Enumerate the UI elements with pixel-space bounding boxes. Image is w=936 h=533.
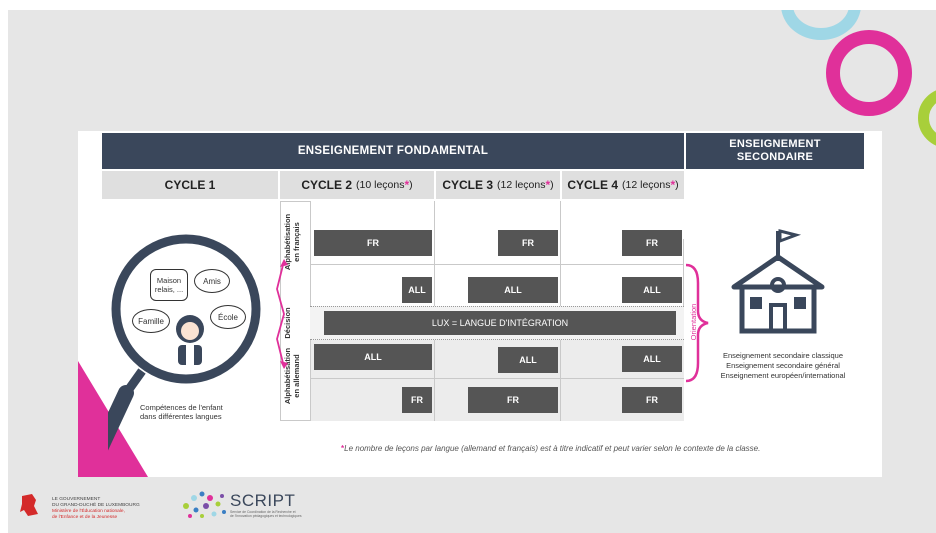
bar-all-text: ALL	[504, 285, 522, 295]
cycle-1-label: CYCLE 1	[164, 178, 216, 192]
cycle-4-paren: )	[675, 179, 679, 191]
bubble-famille: Famille	[132, 309, 170, 333]
cycle-4-header: CYCLE 4(12 leçons*)	[562, 171, 684, 199]
decor-magenta-ring	[826, 30, 912, 116]
cycle-1-header: CYCLE 1	[102, 171, 278, 199]
grid-hline-2	[310, 378, 684, 379]
secondary-item: Enseignement européen/international	[720, 371, 846, 380]
bubble-ecole-text: École	[217, 312, 238, 322]
bar-all-cycle2: ALL	[402, 277, 432, 303]
bar-all-text: ALL	[643, 285, 661, 295]
gov-text: LE GOUVERNEMENT DU GRAND-DUCHÉ DE LUXEMB…	[52, 497, 140, 521]
cycle-3-paren: )	[550, 179, 554, 191]
cycle-2-lessons: (10 leçons	[356, 179, 405, 191]
header-secondaire-l1: ENSEIGNEMENT	[729, 138, 821, 150]
cycle-3-asterisk: *	[545, 178, 551, 192]
script-subtitle: Service de Coordination de la Recherche …	[230, 510, 302, 519]
cycle-3-header: CYCLE 3(12 leçons*)	[436, 171, 560, 199]
script-title: SCRIPT	[230, 491, 296, 510]
cycle-2-header: CYCLE 2(10 leçons*)	[280, 171, 434, 199]
bar-fr-de-cycle4: FR	[622, 387, 682, 413]
cycle-4-lessons: (12 leçons	[622, 179, 671, 191]
header-secondaire: ENSEIGNEMENT SECONDAIRE	[686, 133, 864, 169]
decision-arrows	[276, 259, 288, 369]
cycle-3-label: CYCLE 3	[442, 178, 494, 192]
school-icon	[731, 229, 825, 334]
bar-all-de-cycle2: ALL	[314, 344, 432, 370]
caption-l2: dans différentes langues	[140, 412, 222, 421]
bar-fr-cycle4: FR	[622, 230, 682, 256]
bar-fr-text: FR	[646, 238, 658, 248]
header-secondaire-l2: SECONDAIRE	[736, 151, 814, 163]
bar-fr-cycle2: FR	[314, 230, 432, 256]
cycle-3-lessons: (12 leçons	[497, 179, 546, 191]
header-fondamental-text: ENSEIGNEMENT FONDAMENTAL	[297, 145, 489, 157]
secondary-list: Enseignement secondaire classique Enseig…	[708, 351, 858, 381]
bubble-amis: Amis	[194, 269, 230, 293]
bar-all-cycle4: ALL	[622, 277, 682, 303]
caption-l1: Compétences de l'enfant	[140, 403, 223, 412]
bar-fr-text: FR	[522, 238, 534, 248]
bar-lux-text: LUX = LANGUE D'INTÉGRATION	[431, 318, 569, 328]
bar-fr-text: FR	[367, 238, 379, 248]
gov-l3: Ministère de l'Éducation nationale,	[52, 509, 125, 514]
bubble-maison: Maison relais, ...	[150, 269, 188, 301]
orientation-brace	[685, 263, 709, 383]
bar-all-de-cycle3: ALL	[498, 347, 558, 373]
orientation-label: Orientation	[689, 303, 698, 341]
gov-l1: LE GOUVERNEMENT	[52, 497, 101, 502]
script-sub-l1: Service de Coordination de la Recherche …	[230, 510, 296, 514]
bar-all-text: ALL	[364, 352, 382, 362]
cycle-4-asterisk: *	[670, 178, 676, 192]
bar-fr-cycle3: FR	[498, 230, 558, 256]
slide: ENSEIGNEMENT FONDAMENTAL ENSEIGNEMENT SE…	[8, 10, 936, 533]
bubble-famille-text: Famille	[138, 316, 164, 326]
bubble-ecole: École	[210, 305, 246, 329]
gov-l4: de l'Enfance et de la Jeunesse	[52, 515, 118, 520]
cycle-4-label: CYCLE 4	[567, 178, 619, 192]
footnote-text: Le nombre de leçons par langue (allemand…	[344, 444, 761, 453]
gov-l2: DU GRAND-DUCHÉ DE LUXEMBOURG	[52, 503, 140, 508]
diagram-card: ENSEIGNEMENT FONDAMENTAL ENSEIGNEMENT SE…	[78, 131, 882, 477]
cycle-2-paren: )	[409, 179, 413, 191]
bubble-amis-text: Amis	[203, 276, 221, 286]
bubble-maison-text: Maison relais, ...	[154, 276, 184, 294]
bar-all-cycle3: ALL	[468, 277, 558, 303]
bar-all-de-cycle4: ALL	[622, 346, 682, 372]
bar-fr-de-cycle3: FR	[468, 387, 558, 413]
cycle-1-caption: Compétences de l'enfant dans différentes…	[140, 403, 223, 421]
decor-lime-ring	[918, 88, 936, 148]
bar-fr-de-cycle2: FR	[402, 387, 432, 413]
script-sub-l2: de l'Innovation pédagogiques et technolo…	[230, 514, 302, 519]
footnote-asterisk: *	[341, 444, 345, 453]
bar-all-text: ALL	[519, 355, 537, 365]
footnote: *Le nombre de leçons par langue (alleman…	[341, 444, 760, 453]
bar-fr-text: FR	[507, 395, 519, 405]
script-dots-icon	[183, 491, 226, 518]
bar-fr-text: FR	[411, 395, 423, 405]
grid-hline-1	[310, 264, 684, 265]
cycle-2-label: CYCLE 2	[301, 178, 353, 192]
cycle-2-asterisk: *	[404, 178, 410, 192]
bar-all-text: ALL	[643, 354, 661, 364]
magnifier-icon	[108, 234, 261, 451]
bar-fr-text: FR	[646, 395, 658, 405]
secondary-item: Enseignement secondaire classique	[722, 351, 844, 360]
bar-all-text: ALL	[408, 285, 426, 295]
bar-lux: LUX = LANGUE D'INTÉGRATION	[324, 311, 676, 335]
lion-logo-icon	[20, 494, 38, 516]
header-fondamental: ENSEIGNEMENT FONDAMENTAL	[102, 133, 684, 169]
secondary-item: Enseignement secondaire général	[726, 361, 840, 370]
